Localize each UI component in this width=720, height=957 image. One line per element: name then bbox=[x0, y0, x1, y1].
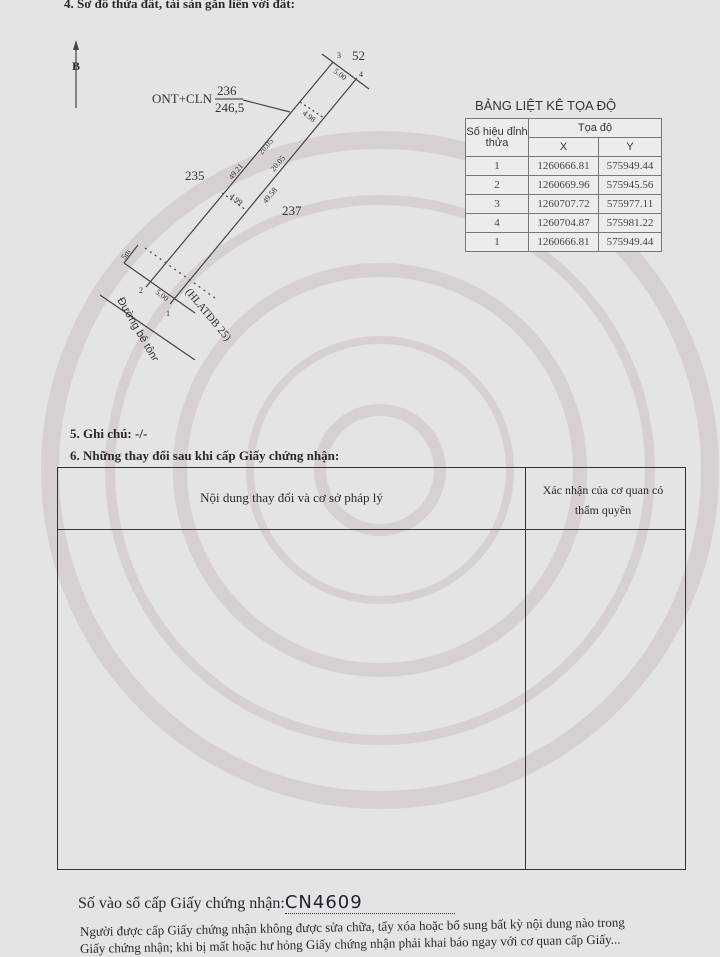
edge-right: 49.58 bbox=[261, 186, 279, 206]
register-label: Số vào sổ cấp Giấy chứng nhận: bbox=[78, 895, 285, 912]
edge-top: 5.00 bbox=[332, 66, 349, 82]
col-authority-confirmation: Xác nhận của cơ quan có thẩm quyền bbox=[542, 483, 664, 517]
road-line bbox=[99, 294, 196, 360]
road-name: Đường bê tông bbox=[114, 296, 162, 361]
vertex-2: 2 bbox=[139, 286, 143, 295]
changes-table: Nội dung thay đổi và cơ sở pháp lý Xác n… bbox=[57, 467, 686, 870]
road-edge bbox=[123, 262, 196, 314]
col-coord: Tọa độ bbox=[528, 118, 662, 138]
parcel-left-edge bbox=[145, 61, 334, 288]
vertex-1: 1 bbox=[166, 309, 170, 318]
section-4-title: 4. Sơ đồ thửa đất, tài sản gắn liền với … bbox=[64, 0, 295, 11]
edge-offset-top: 4.98 bbox=[301, 108, 318, 124]
register-value: CN4609 bbox=[284, 892, 455, 914]
neighbor-237: 237 bbox=[282, 203, 302, 218]
setback-label: 5m bbox=[119, 247, 133, 261]
parcel-number: 236 bbox=[217, 83, 237, 98]
edge-right-inner: 20.05 bbox=[269, 154, 287, 174]
col-change-content: Nội dung thay đổi và cơ sở pháp lý bbox=[200, 490, 383, 505]
land-use-label: ONT+CLN bbox=[152, 91, 213, 106]
vertex-3: 3 bbox=[337, 51, 341, 60]
section-5-notes: 5. Ghi chú: -/- bbox=[70, 426, 148, 441]
parcel-diagram: B ONT+CLN 236 246,5 52 235 237 3 4 2 1 5… bbox=[72, 40, 370, 361]
col-y: Y bbox=[598, 137, 662, 157]
road-code: (HLATĐB 25) bbox=[183, 286, 234, 343]
edge-offset-bottom: 4.99 bbox=[228, 191, 245, 207]
neighbor-52: 52 bbox=[352, 48, 365, 63]
register-number-row: Số vào sổ cấp Giấy chứng nhận:CN4609 bbox=[78, 892, 455, 914]
section-6-title: 6. Những thay đổi sau khi cấp Giấy chứng… bbox=[70, 448, 340, 463]
neighbor-235: 235 bbox=[185, 168, 205, 183]
col-vertex-id: Số hiệu đỉnh thửa bbox=[465, 118, 529, 157]
north-label: B bbox=[72, 59, 80, 73]
edge-bottom: 5.00 bbox=[154, 287, 171, 303]
parcel-top-edge bbox=[321, 53, 370, 90]
vertex-4: 4 bbox=[359, 70, 363, 79]
parcel-right-edge bbox=[169, 77, 358, 305]
edge-left-inner: 20.05 bbox=[257, 137, 275, 157]
parcel-area: 246,5 bbox=[215, 100, 244, 115]
col-x: X bbox=[527, 137, 600, 157]
coord-table-title: BẢNG LIỆT KÊ TỌA ĐỘ bbox=[475, 98, 617, 113]
